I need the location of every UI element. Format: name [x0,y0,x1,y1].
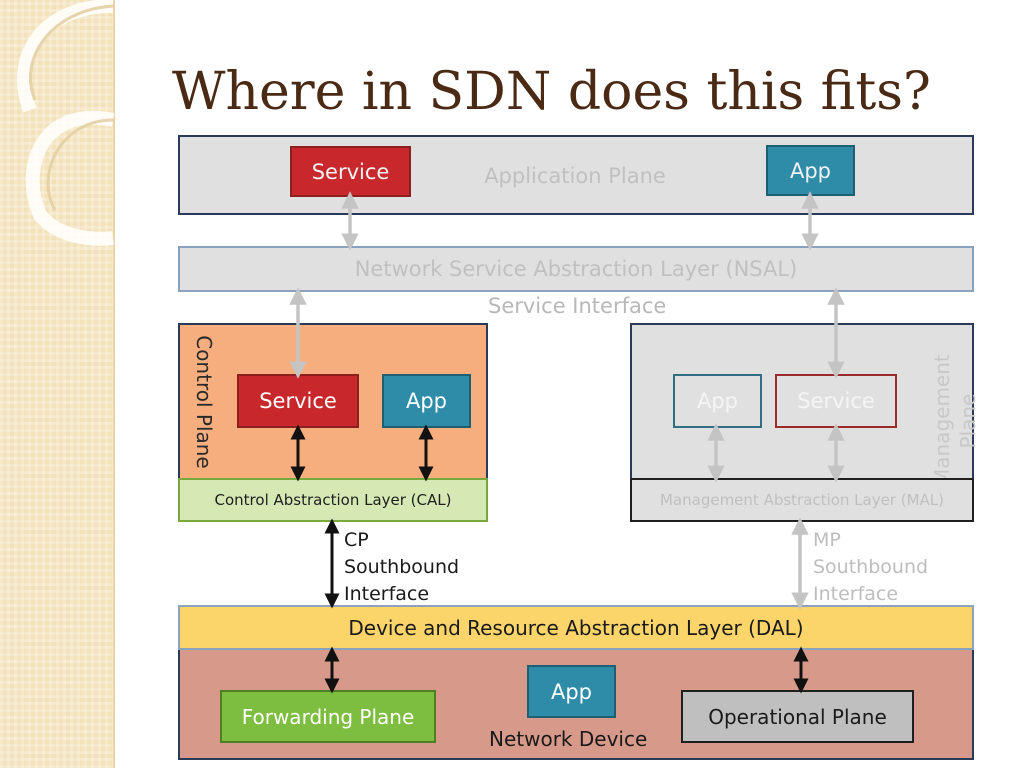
control-service-box: Service [237,374,359,428]
cp-southbound-line2: Southbound [344,556,460,578]
application-plane-label: Application Plane [484,164,666,188]
nsal-label: Network Service Abstraction Layer (NSAL) [354,257,798,281]
service-interface-label: Service Interface [488,294,667,318]
cp-southbound-line3: Interface [344,583,430,605]
dal-box: Device and Resource Abstraction Layer (D… [178,605,974,650]
mp-southbound-line1: MP [813,529,841,551]
slide-title: Where in SDN does this fits? [172,62,931,122]
mp-southbound-line3: Interface [813,583,899,605]
management-plane-label-line2: Plane [956,393,980,449]
decorative-rings [16,0,115,246]
management-app-box: App [673,374,762,428]
forwarding-plane-box: Forwarding Plane [220,690,436,743]
control-plane-label: Control Plane [192,335,216,469]
mp-southbound-line2: Southbound [813,556,929,578]
management-plane-label: Management Plane [929,354,985,486]
mal-box: Management Abstraction Layer (MAL) [630,478,974,522]
cal-box: Control Abstraction Layer (CAL) [178,478,488,522]
management-plane-label-line1: Management [930,354,954,486]
cp-southbound-line1: CP [344,529,369,551]
cp-southbound-label: CP Southbound Interface [344,527,459,608]
control-app-box: App [382,374,471,428]
network-device-label: Network Device [489,727,648,751]
application-service-box: Service [290,146,411,197]
network-device-app-box: App [527,665,616,718]
nsal-box [178,246,974,292]
operational-plane-box: Operational Plane [681,690,914,743]
decorative-strip-edge [113,0,115,768]
application-app-box: App [766,145,855,196]
management-service-box: Service [775,374,897,428]
mp-southbound-label: MP Southbound Interface [813,527,928,608]
